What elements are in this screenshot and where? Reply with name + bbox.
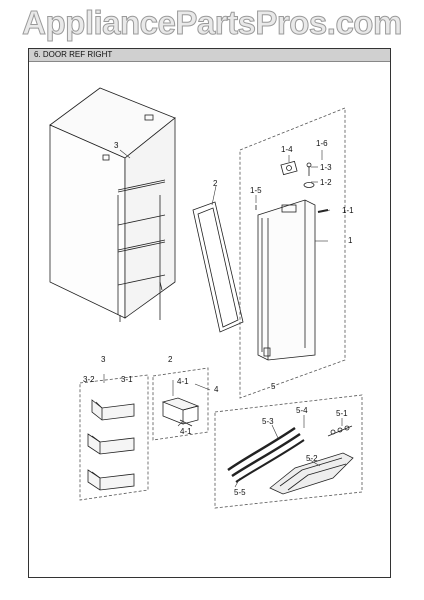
section-title: 6. DOOR REF RIGHT xyxy=(34,50,113,59)
section-header-bar xyxy=(29,49,390,62)
shelf-rails xyxy=(227,426,305,483)
label-gasket-2: 2 xyxy=(213,179,218,188)
bins-group-outline xyxy=(79,374,149,501)
label-door-1: 1 xyxy=(348,236,353,245)
refrigerator-door xyxy=(257,199,329,361)
screw-set xyxy=(327,425,353,437)
label-part-5-4: 5-4 xyxy=(296,406,308,415)
label-part-3-2: 3-2 xyxy=(83,375,95,384)
refrigerator-cabinet xyxy=(49,87,176,322)
watermark-logo: AppliancePartsPros.com xyxy=(22,4,403,42)
label-part-4-1-top: 4-1 xyxy=(177,377,189,386)
label-group-5: 5 xyxy=(271,382,276,391)
diagram-frame xyxy=(28,48,391,578)
label-group-4: 4 xyxy=(214,385,219,394)
hinge-parts xyxy=(255,160,315,210)
label-part-1-5: 1-5 xyxy=(250,186,262,195)
door-gasket xyxy=(192,201,244,333)
label-cabinet-3: 3 xyxy=(114,141,119,150)
door-group-outline xyxy=(239,107,346,399)
door-bins xyxy=(87,399,135,491)
label-part-1-4: 1-4 xyxy=(281,145,293,154)
label-part-1-3: 1-3 xyxy=(320,163,332,172)
label-part-1-2: 1-2 xyxy=(320,178,332,187)
label-part-1-1: 1-1 xyxy=(342,206,354,215)
label-group-2: 2 xyxy=(168,355,173,364)
label-part-1-6: 1-6 xyxy=(316,139,328,148)
label-part-5-2: 5-2 xyxy=(306,454,318,463)
label-part-5-5: 5-5 xyxy=(234,488,246,497)
label-part-5-3: 5-3 xyxy=(262,417,274,426)
label-part-5-1: 5-1 xyxy=(336,409,348,418)
guard-group-outline xyxy=(152,367,209,441)
crisper-cover xyxy=(269,452,354,495)
door-guard xyxy=(161,397,200,427)
label-part-4-1-bottom: 4-1 xyxy=(180,427,192,436)
label-group-3: 3 xyxy=(101,355,106,364)
label-part-3-1: 3-1 xyxy=(121,375,133,384)
